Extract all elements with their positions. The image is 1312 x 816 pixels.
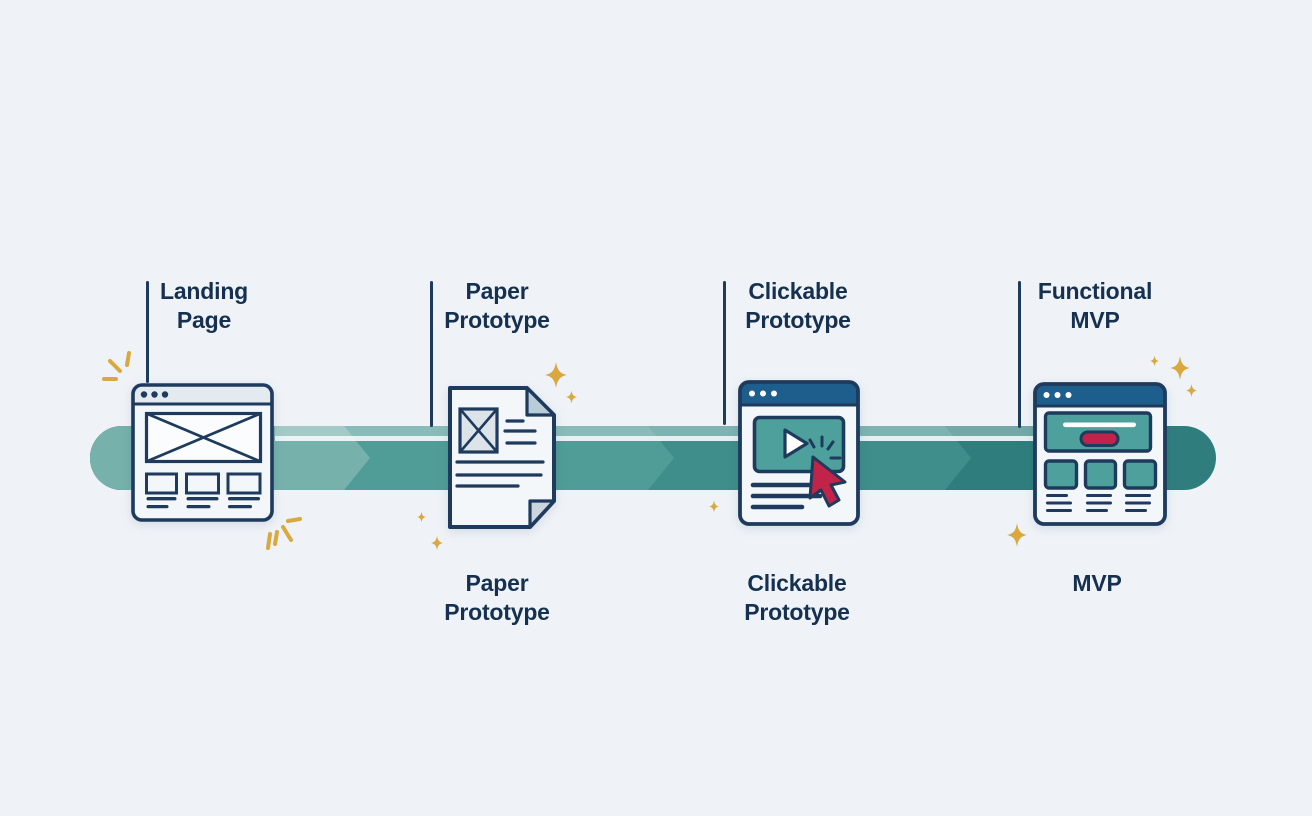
sparkle-burst-icon <box>102 350 136 384</box>
label-line: Functional <box>1037 278 1153 304</box>
sparkle-star-icon <box>1170 355 1190 381</box>
cta-button <box>1079 430 1120 447</box>
sparkle-burst-icon <box>262 514 306 554</box>
paper-document-icon <box>442 384 558 530</box>
wireframe-cards <box>145 472 262 495</box>
flag-pole-paper-prototype <box>430 281 433 427</box>
bottom-label-paper-prototype: Paper Prototype <box>387 569 607 627</box>
feature-cards <box>1043 459 1158 490</box>
label-line: Landing <box>159 278 249 304</box>
label-line: Paper <box>465 278 529 304</box>
label-line: MVP <box>1072 570 1122 596</box>
hero-text-bar <box>1063 422 1136 428</box>
wireframe-text-lines <box>1046 494 1151 512</box>
hero-image-placeholder <box>144 411 263 464</box>
sparkle-star-icon <box>566 390 577 404</box>
browser-dot <box>140 391 148 398</box>
click-burst-lines <box>808 435 842 460</box>
label-line: Prototype <box>744 599 850 625</box>
top-label-landing-page: Landing Page <box>94 277 314 335</box>
sparkle-star-icon <box>417 511 426 523</box>
sketch-image-placeholder <box>458 407 499 454</box>
clickable-prototype-svg <box>738 380 860 526</box>
sparkle-star-icon <box>431 535 443 551</box>
sparkle-star-icon <box>709 500 719 513</box>
label-line: Clickable <box>747 570 847 596</box>
top-label-clickable-prototype: Clickable Prototype <box>688 277 908 335</box>
browser-dot <box>1054 392 1061 398</box>
mvp-browser-icon <box>1033 382 1167 526</box>
clickable-browser-cursor-icon <box>738 380 860 526</box>
label-line: Paper <box>465 570 529 596</box>
label-line: Page <box>176 307 232 333</box>
bottom-label-clickable-prototype: Clickable Prototype <box>687 569 907 627</box>
sparkle-star-icon <box>545 361 567 389</box>
browser-dot <box>749 390 755 397</box>
hero-panel <box>1043 411 1153 453</box>
sparkle-star-icon <box>1150 355 1159 367</box>
label-line: Prototype <box>444 599 550 625</box>
sketch-text-lines <box>455 419 545 488</box>
top-label-functional-mvp: Functional MVP <box>985 277 1205 335</box>
page-fold-top <box>525 386 556 417</box>
browser-dot <box>1043 392 1050 398</box>
cursor-icon <box>808 455 847 508</box>
browser-dot <box>1065 392 1072 398</box>
flag-pole-clickable-prototype <box>723 281 726 425</box>
top-label-paper-prototype: Paper Prototype <box>387 277 607 335</box>
flag-pole-functional-mvp <box>1018 281 1021 428</box>
label-line: Prototype <box>745 307 851 333</box>
browser-wireframe-icon <box>131 383 274 522</box>
wireframe-text-lines <box>146 497 260 509</box>
band-highlight-divider <box>275 436 1160 441</box>
label-line: Prototype <box>444 307 550 333</box>
play-icon <box>783 428 809 459</box>
browser-dot <box>771 390 777 397</box>
mvp-browser-svg <box>1033 382 1167 526</box>
browser-wireframe-svg <box>131 383 274 522</box>
page-fold-bottom <box>528 499 556 529</box>
band-top-highlight <box>275 426 1160 436</box>
sparkle-star-icon <box>1186 383 1197 398</box>
flag-pole-landing-page <box>146 281 149 383</box>
paper-document-svg <box>448 386 556 529</box>
browser-dot <box>161 391 169 398</box>
browser-dot <box>151 391 158 398</box>
label-line: Clickable <box>748 278 848 304</box>
bottom-label-mvp: MVP <box>987 569 1207 598</box>
label-line: MVP <box>1070 307 1120 333</box>
sparkle-star-icon <box>1007 522 1027 548</box>
browser-dot <box>760 390 766 397</box>
